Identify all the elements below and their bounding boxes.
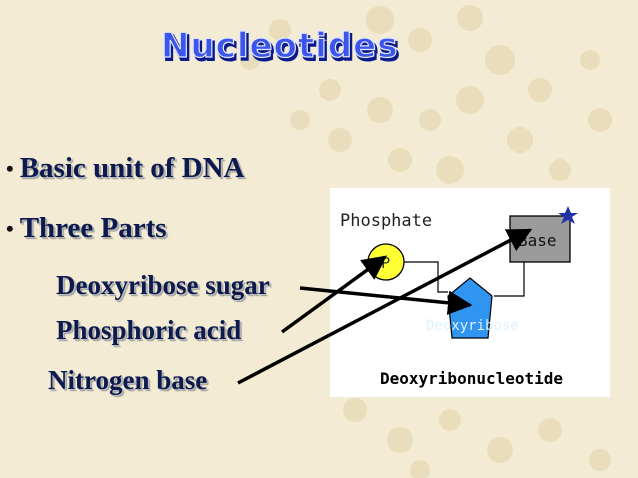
arrow-to-phosphate — [280, 255, 387, 334]
bullet-text: Three Parts — [19, 212, 167, 244]
svg-text:Nucleotides: Nucleotides — [163, 29, 400, 68]
bullet-dot-icon: • — [6, 215, 14, 241]
part-nitrogen-base: Nitrogen base — [48, 365, 208, 395]
arrow-to-sugar — [299, 286, 473, 315]
diagram-caption: Deoxyribonucleotide — [380, 369, 563, 388]
part-deoxyribose-sugar: Deoxyribose sugar — [56, 270, 270, 300]
arrow-to-base — [237, 228, 533, 385]
part-phosphoric-acid: Phosphoric acid — [56, 315, 242, 345]
bullet-three-parts: • Three Parts — [6, 212, 167, 245]
phosphate-label: Phosphate — [340, 211, 432, 231]
bullet-basic-unit: • Basic unit of DNA — [6, 152, 244, 185]
bullet-dot-icon: • — [6, 155, 14, 181]
slide-title: Nucleotides Nucleotides — [160, 25, 400, 68]
sugar-label: Deoxyribose — [426, 318, 519, 334]
svg-text:Nucleotides: Nucleotides — [161, 26, 398, 66]
star-icon — [558, 206, 578, 224]
bullet-text: Basic unit of DNA — [19, 152, 245, 184]
